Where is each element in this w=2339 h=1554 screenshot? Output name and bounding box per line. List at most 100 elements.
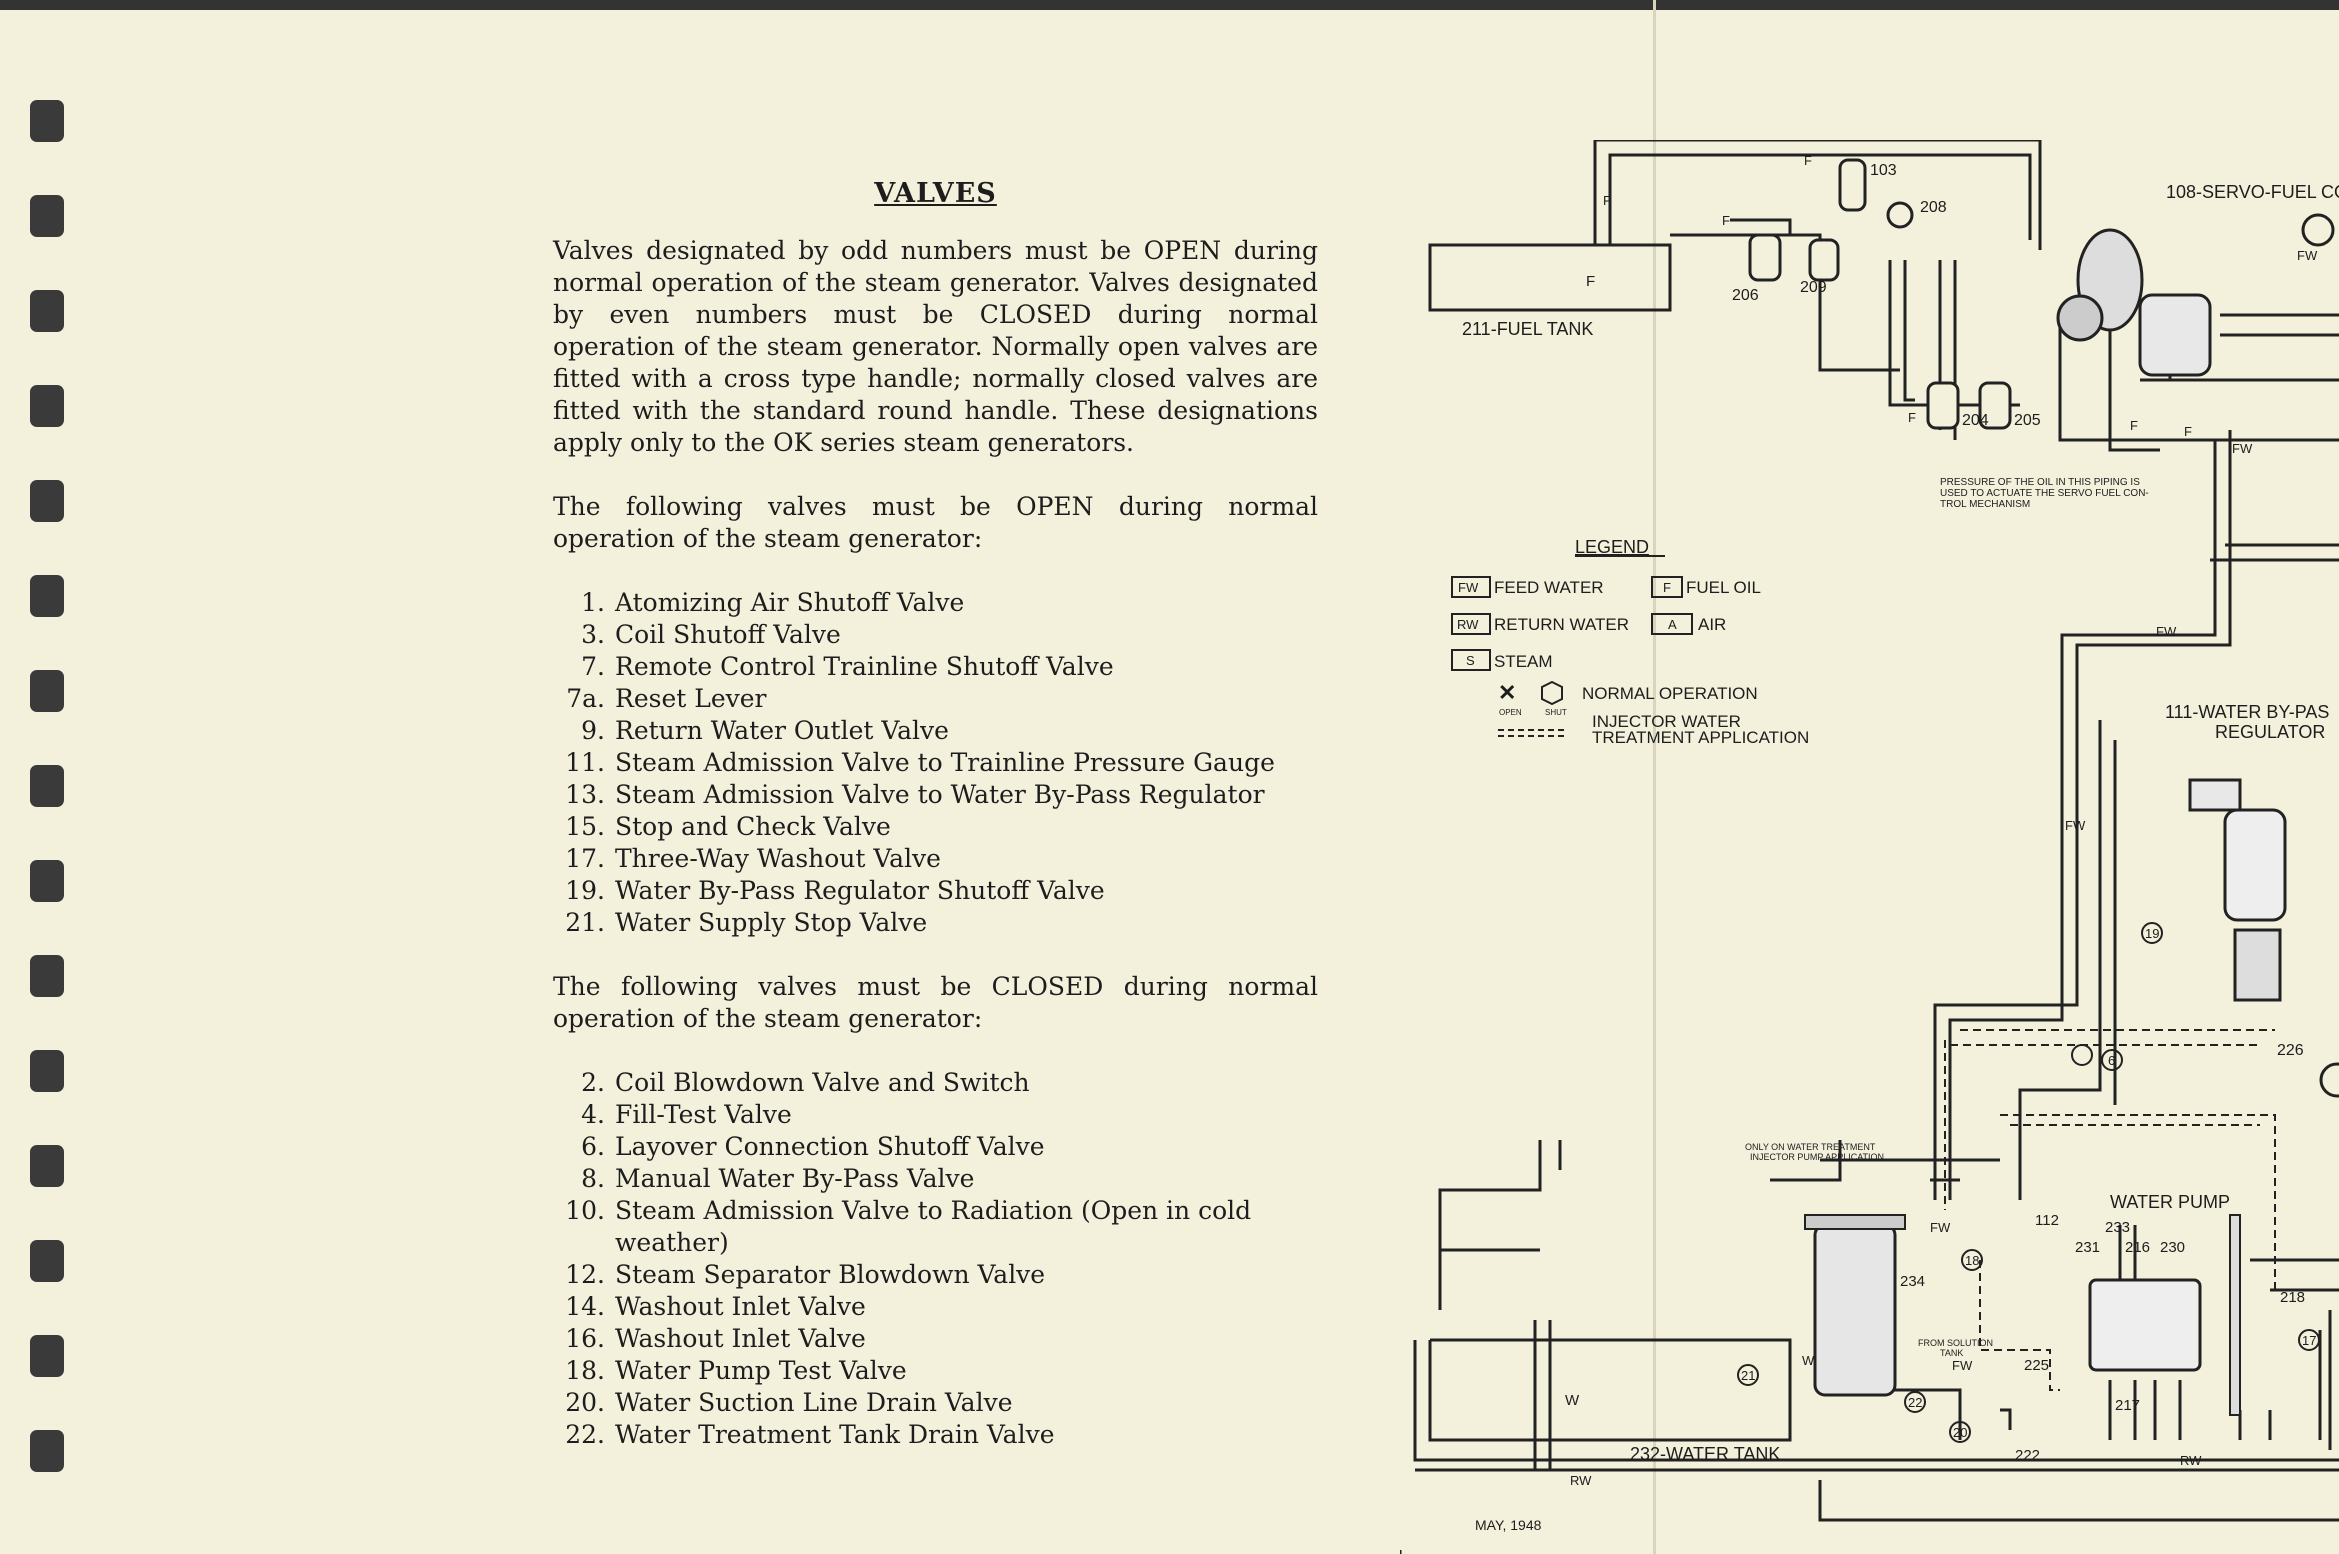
punch-hole (30, 290, 64, 332)
water-pump (2088, 1214, 2241, 1416)
pipe (1593, 140, 2042, 250)
valve-description: Steam Admission Valve to Trainline Press… (615, 748, 1275, 777)
pipe (1888, 260, 2020, 407)
label-225: 225 (2024, 1357, 2049, 1374)
servo-control-label: 108-SERVO-FUEL CONTROL (2166, 182, 2339, 202)
valve-list-item: 21.Water Supply Stop Valve (553, 907, 1318, 939)
legend-box-f (1651, 576, 1683, 598)
valve-18-circle (1961, 1249, 1983, 1271)
valve-number: 6. (581, 1132, 605, 1161)
valve-number: 12. (565, 1260, 605, 1289)
legend-injector-line-2: TREATMENT APPLICATION (1592, 728, 1809, 747)
regulator-top (2188, 778, 2242, 812)
legend-code-s: S (1466, 653, 1475, 668)
punch-hole (30, 100, 64, 142)
page-fold (1653, 0, 1656, 1554)
water-tank-flow-label: W (1565, 1392, 1580, 1409)
valve-list-item: 10.Steam Admission Valve to Radiation (O… (553, 1195, 1318, 1259)
closed-heading: The following valves must be CLOSED duri… (553, 972, 1318, 1033)
gauge-icon (2301, 213, 2335, 247)
valve-description: Coil Shutoff Valve (615, 620, 841, 649)
flow-label: FW (1952, 1358, 1973, 1373)
flow-label: F (1603, 193, 1611, 208)
solution-note-line-1: FROM SOLUTION (1918, 1338, 1993, 1348)
pipe (1413, 1340, 2339, 1472)
pipe (1933, 430, 2232, 1200)
pump-rod (2229, 1214, 2241, 1416)
dashed-line (1979, 1260, 2060, 1391)
valve-number: 19. (565, 876, 605, 905)
pump-body (2088, 1278, 2202, 1372)
legend-shut-label: SHUT (1545, 708, 1567, 717)
flow-label: FW (2065, 818, 2086, 833)
open-heading: The following valves must be OPEN during… (553, 492, 1318, 553)
dashed-line (2000, 1114, 2276, 1290)
valve-description: Coil Blowdown Valve and Switch (615, 1068, 1030, 1097)
gauge-208 (1886, 201, 1914, 229)
valve-number: 8. (581, 1164, 605, 1193)
pipe (2058, 315, 2339, 442)
shut-valve-hex-icon (1541, 680, 1563, 706)
valve-number: 4. (581, 1100, 605, 1129)
valve-description: Water Suction Line Drain Valve (615, 1388, 1013, 1417)
legend-label-fw: FEED WATER (1494, 578, 1604, 597)
label-206: 206 (1732, 287, 1759, 304)
pipe (2318, 1310, 2332, 1450)
intro-paragraph: Valves designated by odd numbers must be… (553, 236, 1318, 457)
injector-lines (1934, 1029, 2276, 1391)
valve-number: 13. (565, 780, 605, 809)
scan-top-edge (0, 0, 2339, 10)
water-tank-label: 232-WATER TANK (1630, 1444, 1780, 1464)
valve-list-item: 11.Steam Admission Valve to Trainline Pr… (553, 747, 1318, 779)
legend-box-a (1651, 613, 1693, 635)
pipe (1870, 1388, 2012, 1440)
filter-206 (1748, 233, 1782, 282)
valve-number: 3. (581, 620, 605, 649)
punch-hole (30, 1145, 64, 1187)
flow-labels: F F F F F F FW FW FW FW FW FW W RW RW (1570, 153, 2318, 1488)
fuel-tank-flow-label: F (1586, 273, 1595, 290)
pipe (2210, 543, 2339, 562)
valve-list-item: 13.Steam Admission Valve to Water By-Pas… (553, 779, 1318, 811)
label-216: 216 (2125, 1239, 2150, 1256)
label-208: 208 (1920, 199, 1947, 216)
valve-list-item: 8.Manual Water By-Pass Valve (553, 1163, 1318, 1195)
valve-description: Steam Separator Blowdown Valve (615, 1260, 1046, 1289)
dashed-line (1950, 1029, 2275, 1046)
valve-list-item: 9.Return Water Outlet Valve (553, 715, 1318, 747)
regulator-body (2223, 808, 2287, 922)
legend-open-label: OPEN (1499, 708, 1522, 717)
label-205: 205 (2014, 412, 2041, 429)
flow-label: RW (1570, 1473, 1592, 1488)
valve-number: 21. (565, 908, 605, 937)
punch-hole (30, 1430, 64, 1472)
valve-number: 2. (581, 1068, 605, 1097)
valve-number: 17. (565, 844, 605, 873)
valve-number: 7. (581, 652, 605, 681)
filter-204 (1926, 381, 1960, 430)
label-226: 226 (2277, 1042, 2304, 1059)
label-218: 218 (2280, 1289, 2305, 1306)
bypass-regulator-label-1: 111-WATER BY-PAS (2165, 702, 2329, 722)
valve-list-item: 7.Remote Control Trainline Shutoff Valve (553, 651, 1318, 683)
flow-label: F (1804, 153, 1812, 168)
legend-box-fw (1451, 576, 1491, 598)
pressure-note-line-1: PRESSURE OF THE OIL IN THIS PIPING IS (1940, 477, 2140, 488)
valve-description: Water By-Pass Regulator Shutoff Valve (615, 876, 1105, 905)
pipe (2238, 1258, 2339, 1440)
pipe (1400, 1158, 2000, 1554)
pipes (1400, 140, 2339, 1554)
label-234: 234 (1900, 1273, 1925, 1290)
valve-description: Steam Admission Valve to Radiation (Open… (615, 1196, 1252, 1257)
legend-box-s (1451, 649, 1491, 671)
flow-label: F (1722, 213, 1730, 228)
punch-hole (30, 955, 64, 997)
pipe (1440, 1248, 1552, 1470)
treatment-tank-body (1813, 1223, 1897, 1397)
valve-list-item: 22.Water Treatment Tank Drain Valve (553, 1419, 1318, 1451)
solution-note-line-2: TANK (1940, 1348, 1963, 1358)
punch-hole (30, 195, 64, 237)
label-209: 209 (1800, 279, 1827, 296)
legend-code-f: F (1663, 580, 1671, 595)
filter-205 (1978, 381, 2012, 430)
